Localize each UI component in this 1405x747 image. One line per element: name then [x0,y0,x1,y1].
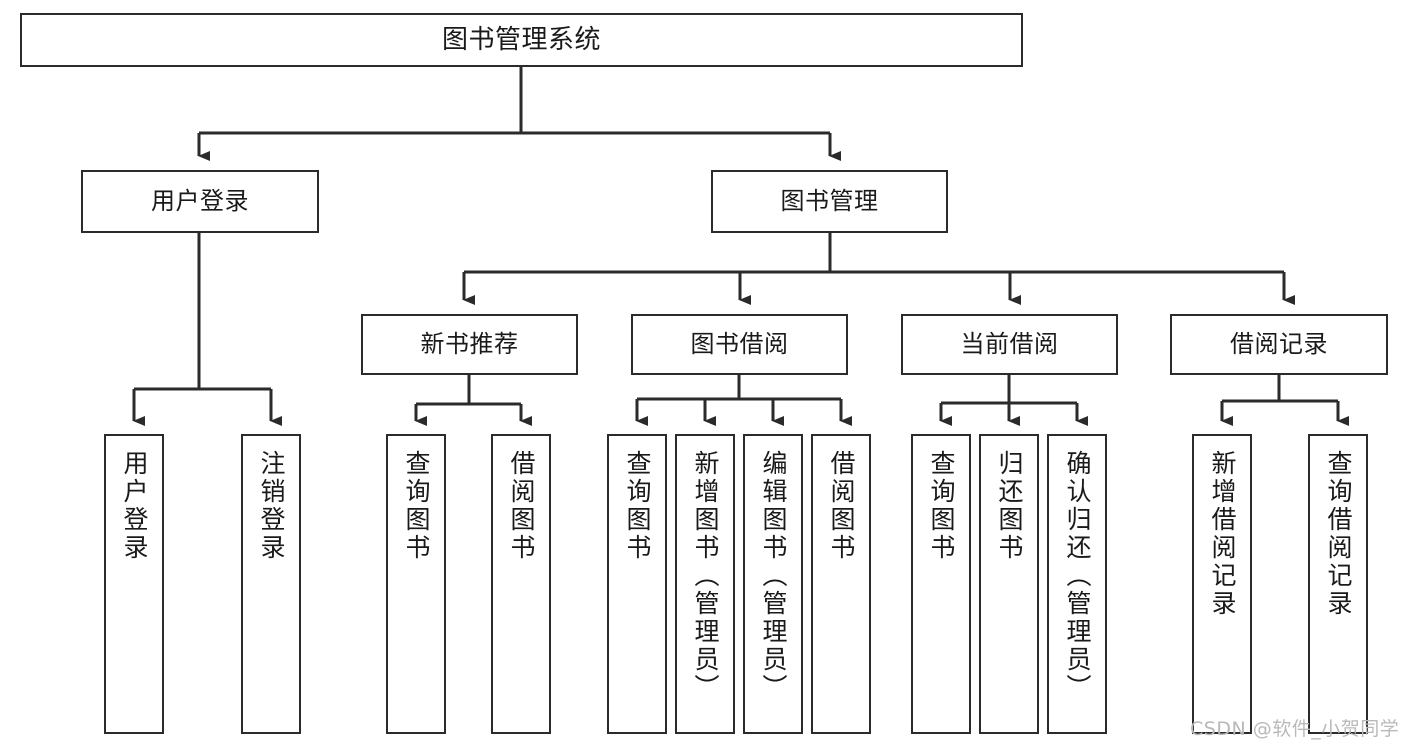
node-label: 当前借阅 [960,330,1059,359]
node-label: 新增图书（管理员） [691,450,720,702]
leaf-record-query-record[interactable]: 查询借阅记录 [1308,434,1368,734]
leaf-user-login-signin[interactable]: 用户登录 [104,434,164,734]
node-label: 编辑图书（管理员） [759,450,788,702]
leaf-record-add-record[interactable]: 新增借阅记录 [1192,434,1252,734]
leaf-borrow-query-book[interactable]: 查询图书 [607,434,667,734]
leaf-recommend-borrow-book[interactable]: 借阅图书 [491,434,551,734]
node-label: 图书管理 [780,187,879,216]
node-label: 新增借阅记录 [1208,450,1237,618]
node-label: 确认归还（管理员） [1063,450,1092,702]
node-new-book-recommend[interactable]: 新书推荐 [361,314,578,375]
node-label: 用户登录 [151,187,249,216]
csdn-watermark: CSDN @软件_小贺同学 [1190,718,1400,740]
node-label: 借阅记录 [1230,330,1328,359]
leaf-borrow-edit-book-admin[interactable]: 编辑图书（管理员） [743,434,803,734]
node-book-management[interactable]: 图书管理 [711,170,948,233]
node-user-login[interactable]: 用户登录 [81,170,319,233]
node-root-system[interactable]: 图书管理系统 [20,13,1023,67]
node-label: 查询借阅记录 [1324,450,1353,618]
node-label: 图书借阅 [690,330,789,359]
node-label: 注销登录 [257,450,286,562]
leaf-current-return-book[interactable]: 归还图书 [979,434,1039,734]
leaf-current-confirm-return-admin[interactable]: 确认归还（管理员） [1047,434,1107,734]
leaf-borrow-add-book-admin[interactable]: 新增图书（管理员） [675,434,735,734]
node-label: 借阅图书 [827,450,856,562]
node-borrow-record[interactable]: 借阅记录 [1170,314,1388,375]
node-current-borrow[interactable]: 当前借阅 [901,314,1118,375]
node-book-borrow[interactable]: 图书借阅 [631,314,848,375]
node-label: 借阅图书 [507,450,536,562]
leaf-user-login-signout[interactable]: 注销登录 [241,434,301,734]
node-label: 用户登录 [120,450,149,562]
node-label: 新书推荐 [420,330,519,359]
leaf-recommend-query-book[interactable]: 查询图书 [386,434,446,734]
leaf-borrow-borrow-book[interactable]: 借阅图书 [811,434,871,734]
leaf-current-query-book[interactable]: 查询图书 [911,434,971,734]
node-label: 图书管理系统 [441,24,601,55]
node-label: 查询图书 [927,450,956,562]
node-label: 查询图书 [402,450,431,562]
node-label: 归还图书 [995,450,1024,562]
node-label: 查询图书 [623,450,652,562]
